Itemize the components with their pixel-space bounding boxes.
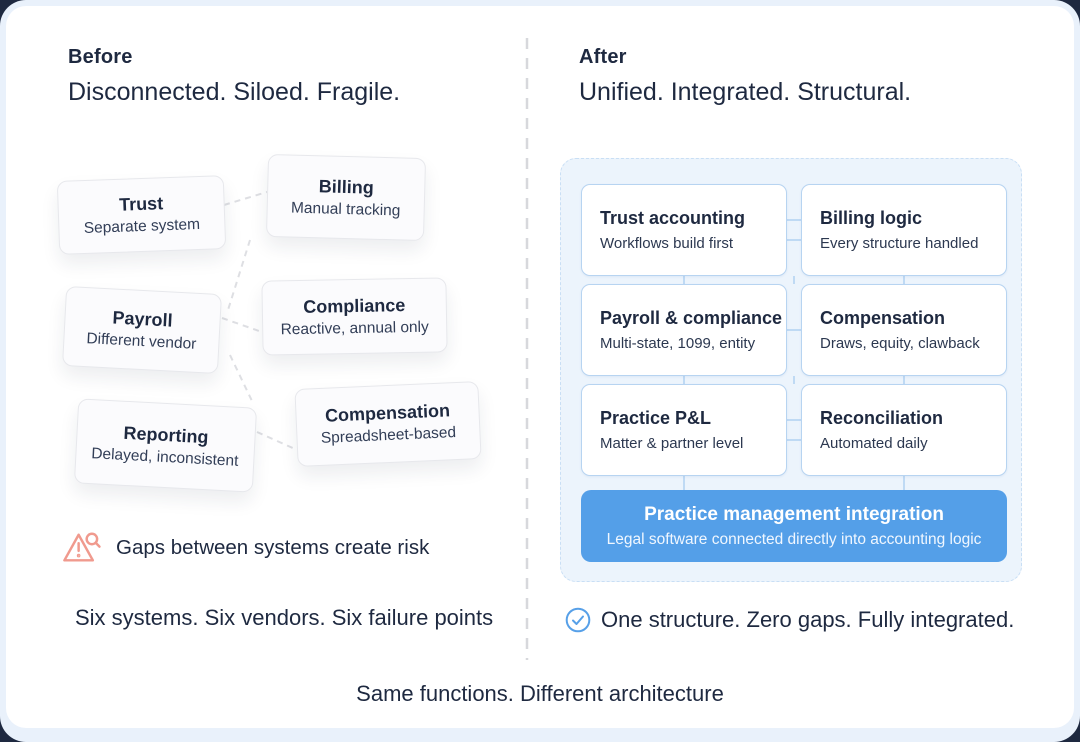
box-title: Payroll [112,307,174,331]
box-subtitle: Delayed, inconsistent [90,444,239,470]
after-card-payroll-compliance: Payroll & compliance Multi-state, 1099, … [581,284,787,376]
card-title: Trust accounting [600,208,746,228]
check-circle-icon [565,607,591,633]
after-label: After [579,46,627,68]
card-title: Practice P&L [600,408,712,428]
box-title: Compliance [303,294,406,317]
before-box-billing: Billing Manual tracking [265,153,427,242]
box-subtitle: Spreadsheet-based [320,424,457,447]
after-card-practice-pl: Practice P&L Matter & partner level [581,384,787,476]
after-card-trust-accounting: Trust accounting Workflows build first [581,184,787,276]
box-title: Compensation [324,400,451,426]
card-subtitle: Draws, equity, clawback [820,335,980,352]
card-subtitle: Automated daily [820,435,928,452]
after-card-reconciliation: Reconciliation Automated daily [801,384,1007,476]
card-title: Payroll & compliance [600,308,783,328]
risk-note-text: Gaps between systems create risk [116,536,430,559]
box-title: Trust [118,193,164,215]
card-title: Billing logic [820,208,922,228]
before-box-compliance: Compliance Reactive, annual only [261,277,448,356]
card-subtitle: Multi-state, 1099, entity [600,335,756,352]
after-headline: Unified. Integrated. Structural. [579,78,912,106]
footer-caption: Same functions. Different architecture [356,681,724,706]
after-summary-row: One structure. Zero gaps. Fully integrat… [565,607,1014,633]
box-subtitle: Different vendor [86,330,197,353]
banner-subtitle: Legal software connected directly into a… [606,530,982,548]
before-box-reporting: Reporting Delayed, inconsistent [73,398,258,493]
warning-triangle-magnifier-icon [63,532,101,562]
after-summary-text: One structure. Zero gaps. Fully integrat… [601,607,1015,632]
card-subtitle: Workflows build first [600,235,734,252]
after-card-billing-logic: Billing logic Every structure handled [801,184,1007,276]
banner-title: Practice management integration [644,503,944,525]
practice-management-banner: Practice management integration Legal so… [581,490,1007,562]
before-box-payroll: Payroll Different vendor [62,285,222,375]
card-title: Reconciliation [820,408,944,428]
before-headline: Disconnected. Siloed. Fragile. [68,78,401,106]
before-box-trust: Trust Separate system [56,175,227,255]
box-title: Reporting [123,422,210,447]
before-summary: Six systems. Six vendors. Six failure po… [75,605,494,630]
after-system-container: Trust accounting Workflows build first B… [560,158,1022,582]
risk-note-row: Gaps between systems create risk [60,530,429,566]
after-card-compensation: Compensation Draws, equity, clawback [801,284,1007,376]
before-label: Before [68,46,133,68]
card-title: Compensation [820,308,946,328]
card-subtitle: Every structure handled [820,235,979,252]
before-box-compensation: Compensation Spreadsheet-based [294,381,482,467]
card-subtitle: Matter & partner level [600,435,744,452]
box-subtitle: Reactive, annual only [280,318,429,338]
box-subtitle: Manual tracking [290,199,401,219]
comparison-card: Before Disconnected. Siloed. Fragile. Tr… [6,6,1074,728]
box-title: Billing [318,175,375,198]
box-subtitle: Separate system [83,215,201,238]
